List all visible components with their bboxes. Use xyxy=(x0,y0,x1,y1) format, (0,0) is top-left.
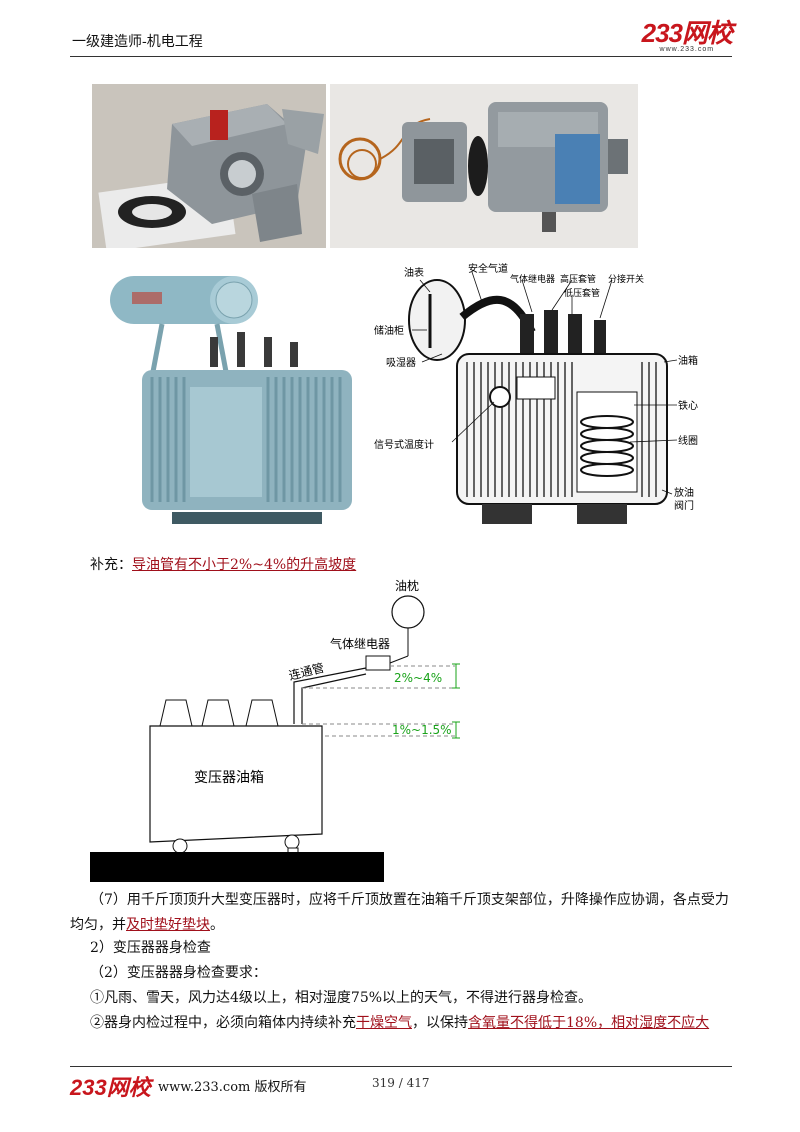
page-number: 319 / 417 xyxy=(372,1076,430,1090)
para-jacking-highlight: 及时垫好垫块 xyxy=(126,917,210,933)
label-hv-bushing: 高压套管 xyxy=(560,273,596,285)
para-jacking: （7）用千斤顶顶升大型变压器时，应将千斤顶放置在油箱千斤顶支架部位，升降操作应协… xyxy=(70,888,742,938)
label-safety-vent: 安全气道 xyxy=(468,262,508,275)
footer-rule xyxy=(70,1066,732,1067)
header-title: 一级建造师-机电工程 xyxy=(72,34,203,50)
slope-diagram: 油枕 气体继电器 连通管 2%~4% 1%~1.5% 变压器油箱 xyxy=(90,576,490,882)
label-oil-tank: 油箱 xyxy=(678,354,698,367)
header-rule xyxy=(70,56,732,57)
brand-logo-text: 233网校 xyxy=(641,18,733,48)
slope-top-value: 2%~4% xyxy=(394,671,442,685)
para-dry-air-mid: ，以保持 xyxy=(412,1015,468,1031)
para-dry-air-rule: ②器身内检过程中，必须向箱体内持续补充干燥空气，以保持含氧量不得低于18%，相对… xyxy=(70,1011,742,1036)
slope-gas-relay-label: 气体继电器 xyxy=(330,636,390,651)
supplement-highlight: 导油管有不小于2%~4%的升高坡度 xyxy=(132,557,357,573)
label-drain-valve-2: 阀门 xyxy=(674,499,694,512)
brand-logo-url: www.233.com xyxy=(659,46,715,53)
footer-copyright: www.233.com 版权所有 xyxy=(158,1080,307,1095)
gas-relay-photo xyxy=(92,84,326,248)
label-coil: 线圈 xyxy=(678,434,698,447)
transformer-photo xyxy=(92,262,372,532)
heading-inspection-requirements: （2）变压器器身检查要求： xyxy=(90,965,267,981)
label-lv-bushing: 低压套管 xyxy=(564,287,600,299)
label-iron-core: 铁心 xyxy=(678,399,698,412)
label-tap-changer: 分接开关 xyxy=(608,273,644,285)
para-jacking-text: （7）用千斤顶顶升大型变压器时，应将千斤顶放置在油箱千斤顶支架部位，升降操作应协… xyxy=(70,892,729,933)
slope-conservator-label: 油枕 xyxy=(395,578,419,593)
footer-logo: 233网校 xyxy=(70,1075,151,1100)
label-breather: 吸湿器 xyxy=(386,357,416,369)
para-dry-air-highlight-2: 含氧量不得低于18%，相对湿度不应大 xyxy=(468,1015,710,1031)
para-jacking-end: 。 xyxy=(210,917,224,933)
label-gas-relay: 气体继电器 xyxy=(510,273,555,285)
label-conservator: 储油柜 xyxy=(374,324,404,337)
supplement-label: 补充： xyxy=(90,557,132,573)
label-oil-meter: 油表 xyxy=(404,266,424,279)
gas-relay-parts-photo xyxy=(330,84,638,248)
para-dry-air-highlight-1: 干燥空气 xyxy=(356,1015,412,1031)
slope-tank-label: 变压器油箱 xyxy=(194,770,264,786)
label-signal-thermometer: 信号式温度计 xyxy=(374,438,434,451)
para-dry-air-text: ②器身内检过程中，必须向箱体内持续补充 xyxy=(90,1015,356,1031)
brand-logo: 233网校 www.233.com xyxy=(641,18,733,53)
slope-lid-value: 1%~1.5% xyxy=(392,723,452,737)
label-drain-valve-1: 放油 xyxy=(674,486,694,499)
transformer-cutaway-diagram: 油表 安全气道 气体继电器 高压套管 分接开关 低压套管 储油柜 吸湿器 油箱 … xyxy=(372,262,702,544)
para-weather-rule: ①凡雨、雪天，风力达4级以上，相对湿度75%以上的天气，不得进行器身检查。 xyxy=(90,990,593,1006)
heading-core-inspection: 2）变压器器身检查 xyxy=(90,940,211,956)
supplement-line: 补充：导油管有不小于2%~4%的升高坡度 xyxy=(90,554,356,574)
